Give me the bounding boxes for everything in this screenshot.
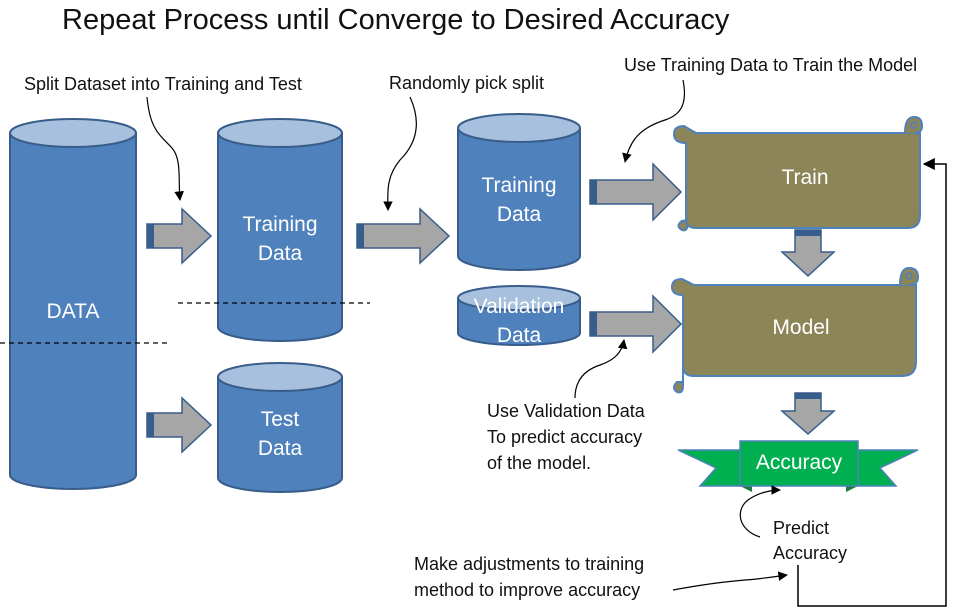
train-scroll (672, 115, 924, 232)
label-validation-2: Data (496, 324, 542, 347)
label-training-split-1: Training (481, 174, 557, 197)
label-train: Train (781, 166, 829, 189)
label-accuracy: Accuracy (755, 451, 843, 474)
pointer-split (146, 96, 184, 201)
pointer-train (622, 79, 686, 163)
arrow-train-to-model (780, 229, 836, 278)
annotation-adjust-1: Make adjustments to training (414, 554, 645, 574)
label-test-1: Test (260, 408, 300, 431)
label-test-2: Data (257, 437, 303, 460)
arrow-to-test (146, 396, 213, 454)
arrow-to-split (356, 207, 451, 265)
arrow-model-to-accuracy (780, 392, 836, 436)
annotation-predict-2: Accuracy (773, 543, 848, 563)
arrow-to-model (589, 294, 683, 354)
annotation-predict-1: Predict (773, 518, 830, 538)
label-data: DATA (46, 300, 100, 323)
annotation-use-validation-3: of the model. (487, 453, 592, 473)
model-scroll (670, 266, 920, 394)
pointer-predict (739, 485, 781, 538)
annotation-split-dataset: Split Dataset into Training and Test (24, 74, 302, 94)
annotation-use-validation-1: Use Validation Data (487, 401, 645, 421)
label-training-2: Data (257, 242, 303, 265)
annotation-use-validation-2: To predict accuracy (487, 427, 643, 447)
data-cylinder (9, 118, 137, 490)
label-training-1: Training (242, 213, 318, 236)
test-data-cylinder (217, 362, 343, 493)
training-split-cylinder (457, 113, 581, 271)
annotation-adjust-2: method to improve accuracy (414, 580, 641, 600)
arrow-to-training (146, 207, 213, 265)
label-validation-1: Validation (473, 295, 565, 318)
training-data-cylinder (217, 118, 343, 342)
annotation-use-training: Use Training Data to Train the Model (624, 55, 918, 75)
label-model: Model (772, 316, 830, 339)
accuracy-ribbon (677, 440, 919, 492)
pointer-adjust (672, 571, 788, 591)
pointer-validation (574, 339, 628, 399)
label-training-split-2: Data (496, 203, 542, 226)
pointer-random (383, 96, 417, 211)
validation-data-cylinder (457, 285, 581, 346)
annotation-randomly-pick: Randomly pick split (389, 73, 545, 93)
feedback-loop (797, 158, 947, 607)
arrow-to-train (589, 162, 683, 222)
diagram-title: Repeat Process until Converge to Desired… (62, 4, 730, 36)
